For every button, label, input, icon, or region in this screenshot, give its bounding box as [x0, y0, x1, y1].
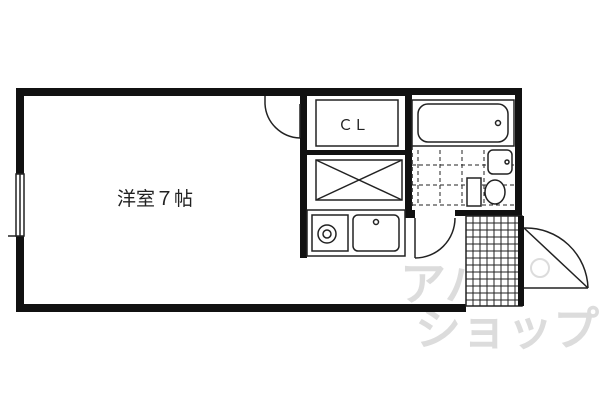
outer-walls — [16, 88, 522, 312]
toilet-icon — [466, 177, 506, 207]
closet-label: ＣＬ — [338, 116, 368, 134]
washbasin-icon — [487, 149, 513, 175]
storage-box — [315, 159, 403, 201]
bathtub-icon — [417, 103, 509, 143]
room-door — [264, 96, 301, 139]
bathroom — [411, 99, 515, 208]
kitchen-sink-icon — [352, 214, 400, 252]
window-left — [8, 173, 25, 237]
stove-burner-icon — [317, 224, 337, 244]
kitchen-counter — [306, 209, 406, 257]
entrance-door — [414, 217, 456, 259]
entrance-tiles — [465, 215, 523, 307]
front-door — [518, 216, 589, 306]
closet: ＣＬ — [315, 99, 399, 147]
western-room-label: 洋室７帖 — [117, 188, 193, 210]
watermark-badge-icon — [530, 258, 550, 278]
